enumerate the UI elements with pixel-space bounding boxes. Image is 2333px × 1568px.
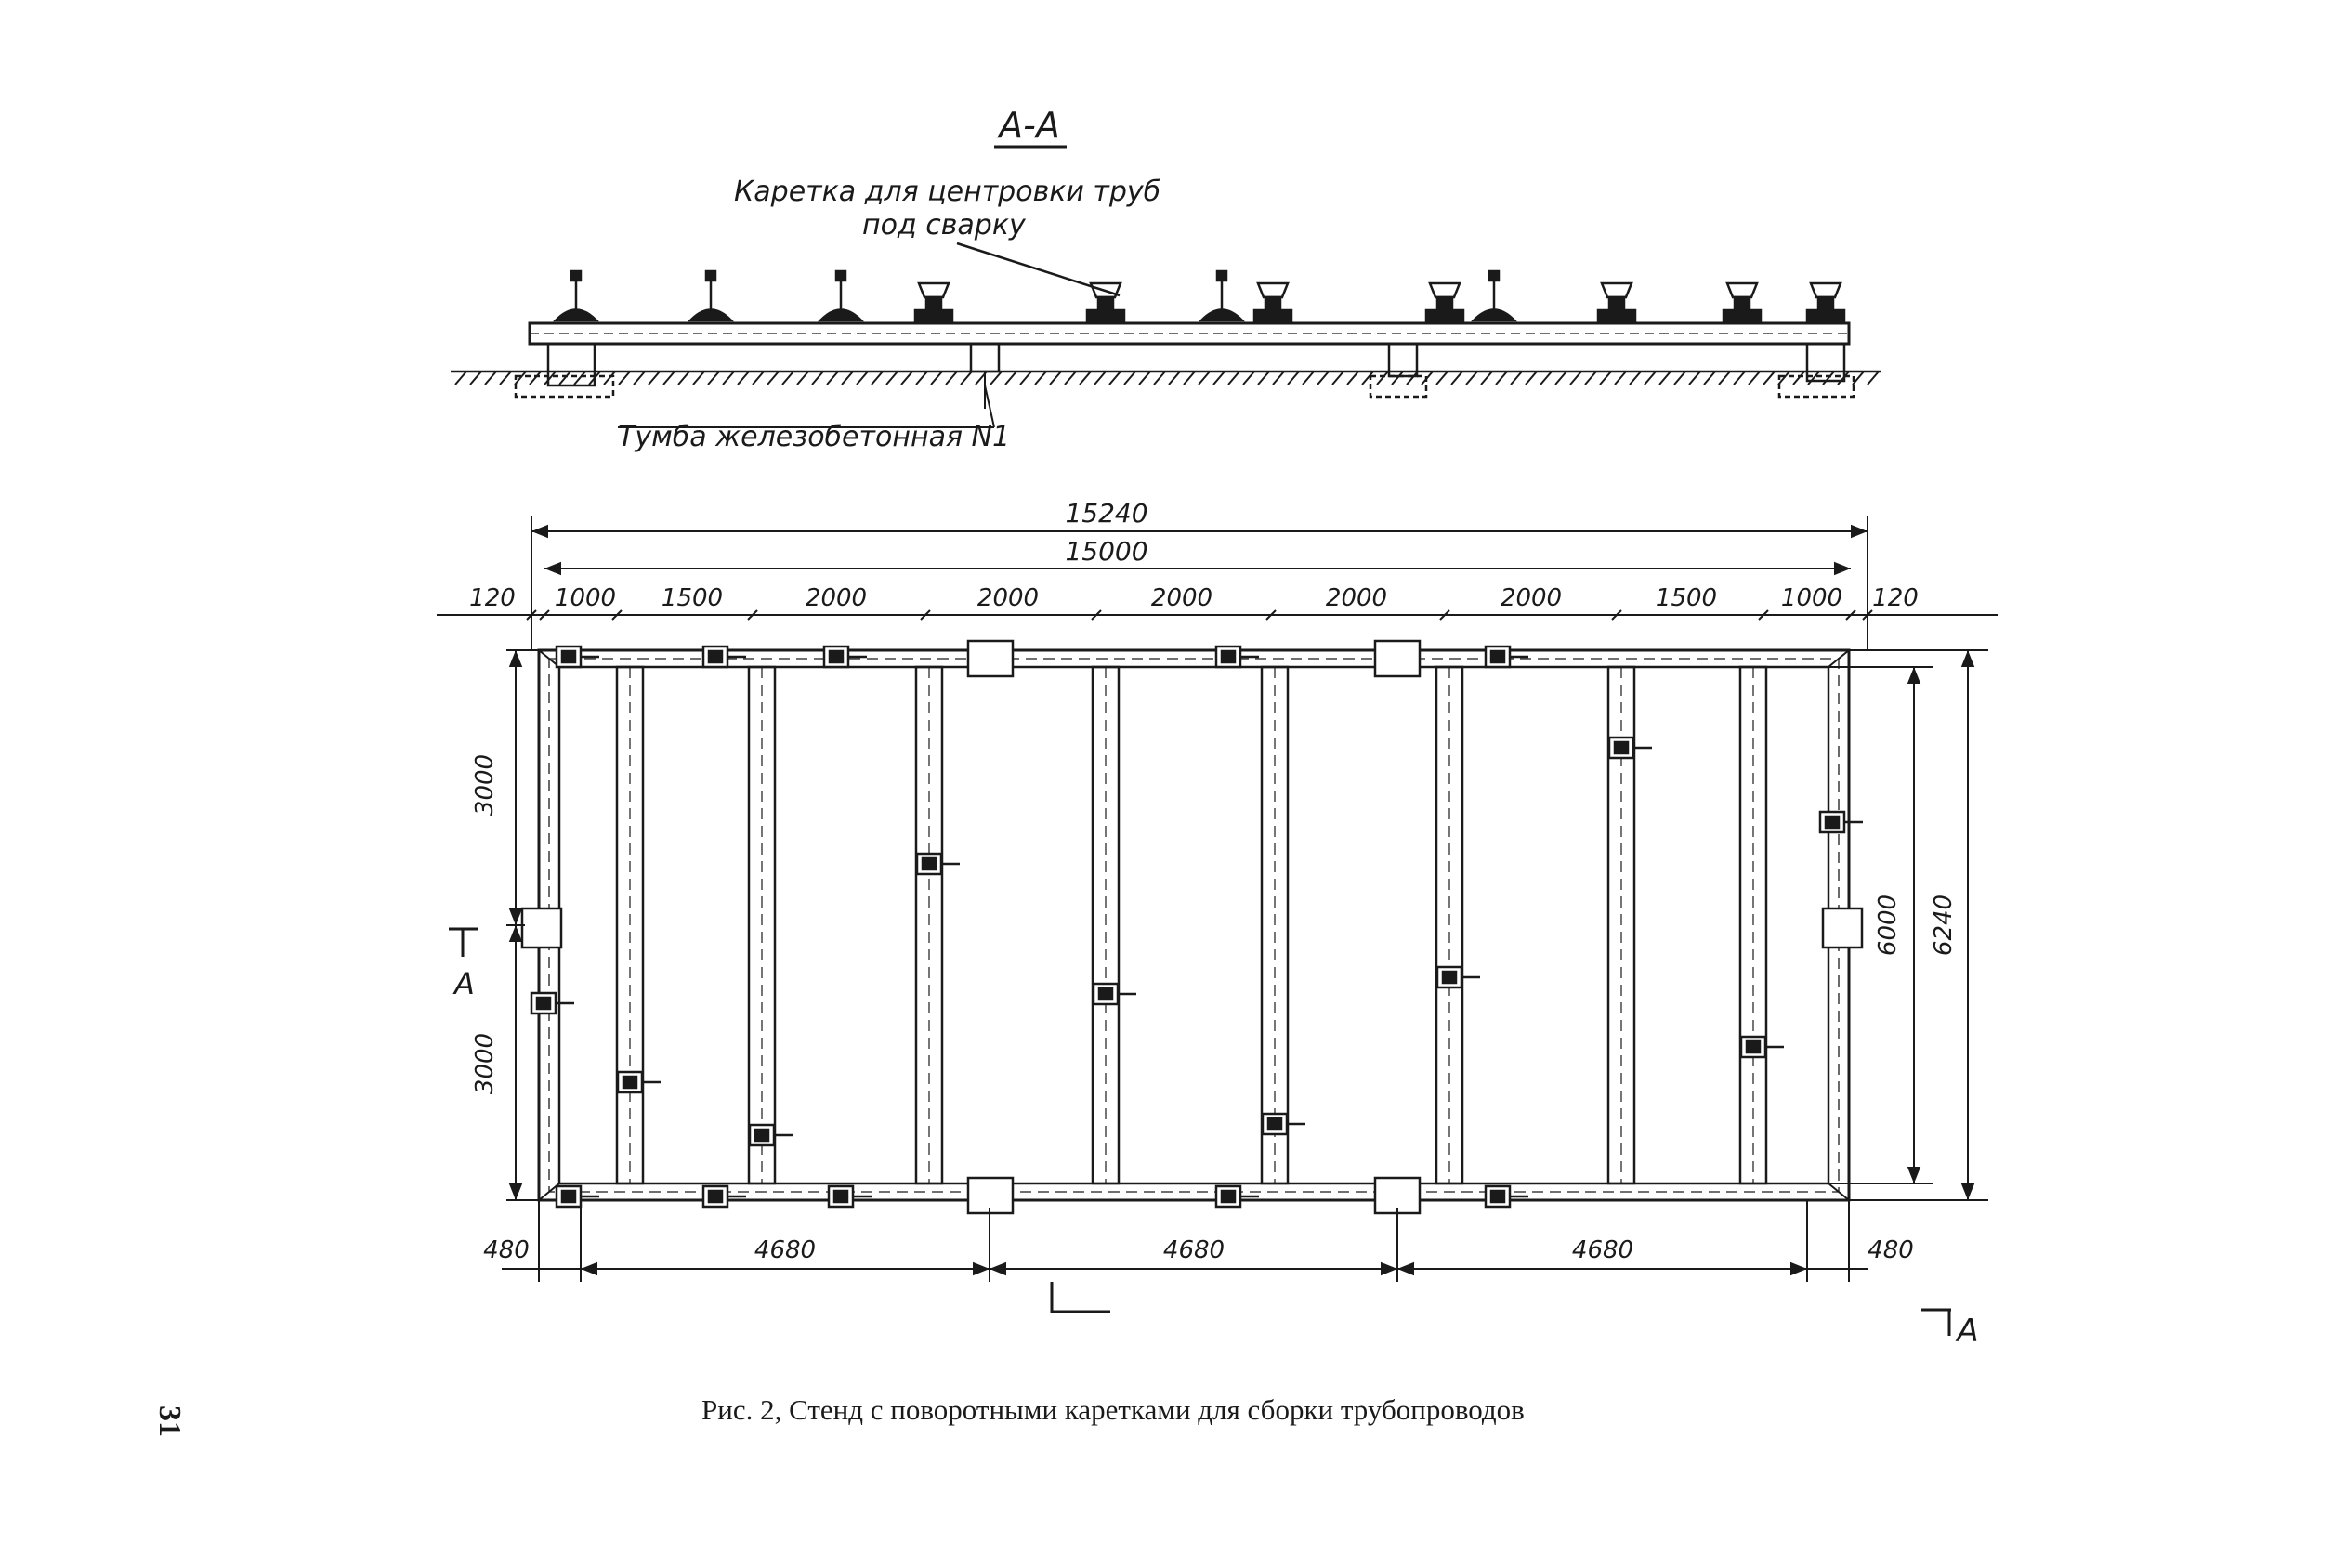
cross-beam-8 [1738, 665, 1768, 1185]
section-cut-right [1921, 1308, 1951, 1336]
bottom-span-1: 4680 [754, 1236, 816, 1264]
span-8: 1500 [1656, 584, 1717, 612]
cross-beam-3 [914, 665, 944, 1185]
dim-spans: 120 120 1000 1500 2000 2000 2000 2000 20… [437, 584, 1998, 621]
plan-carriage-9 [1214, 1184, 1259, 1209]
inner-height: 6000 [1874, 895, 1902, 956]
span-7: 2000 [1501, 584, 1562, 612]
span-edge-left: 120 [469, 584, 516, 612]
carriage-4 [1424, 281, 1465, 325]
plan-carriage-19 [1739, 1035, 1784, 1059]
cross-beam-2 [747, 665, 777, 1185]
plan-carriage-13 [748, 1123, 793, 1147]
plan-carriage-6 [555, 1184, 599, 1209]
cross-beam-6 [1435, 665, 1464, 1185]
support-screw-2 [688, 269, 734, 322]
dim-left-heights [506, 649, 539, 1201]
carriage-3 [1252, 281, 1293, 325]
support-screw-4 [1199, 269, 1245, 322]
carriage-note-line1: Каретка для центровки труб [734, 176, 1160, 208]
plan-carriage-16 [1261, 1112, 1305, 1136]
carriage-1 [913, 281, 954, 325]
cross-beams [615, 665, 1768, 1185]
height-lower: 3000 [471, 1033, 499, 1094]
pedestal-note: Тумба железобетонная N1 [618, 421, 1010, 453]
bottom-cut-mark [1050, 1282, 1110, 1313]
cross-beam-4 [1091, 665, 1121, 1185]
svg-text:15000: 15000 [1065, 536, 1147, 567]
dim-overall-width: 15240 [531, 498, 1868, 650]
carriage-5 [1596, 281, 1637, 325]
cross-beam-1 [615, 665, 645, 1185]
span-edge-right: 120 [1872, 584, 1919, 612]
dim-right-heights [1828, 649, 1988, 1201]
plan-carriage-14 [915, 852, 960, 876]
span-3: 2000 [806, 584, 867, 612]
span-2: 1500 [662, 584, 723, 612]
dim-inner-width: 15000 [544, 536, 1851, 576]
plan-carriage-2 [701, 645, 746, 669]
plan-carriage-20 [1818, 810, 1863, 834]
plan-carriage-17 [1435, 965, 1480, 989]
svg-text:15240: 15240 [1065, 498, 1147, 529]
cut-label-left: А [452, 966, 475, 1001]
carriage-2 [1085, 281, 1126, 325]
stand-frame [537, 648, 1851, 1202]
cross-beam-7 [1606, 665, 1636, 1185]
overall-height: 6240 [1930, 895, 1958, 956]
section-view: А-А Каретка для центровки труб под сварк… [451, 105, 1881, 453]
plan-carriages [530, 645, 1863, 1209]
carriage-leader-line [956, 242, 1121, 297]
plan-carriage-11 [530, 991, 574, 1015]
plan-carriage-8 [827, 1184, 872, 1209]
span-5: 2000 [1151, 584, 1212, 612]
cut-label-right: А [1955, 1313, 1978, 1350]
page-number: 31 [152, 1405, 187, 1437]
plan-carriage-1 [555, 645, 599, 669]
plan-carriage-18 [1607, 736, 1652, 760]
ground-hatching [454, 371, 1880, 385]
pedestals [514, 342, 1855, 399]
support-screw-5 [1471, 269, 1517, 322]
plan-view: 15240 15000 120 120 1000 1500 2000 2000 … [437, 498, 1998, 1350]
span-1: 1000 [555, 584, 616, 612]
plan-carriage-4 [1214, 645, 1259, 669]
carriage-6 [1722, 281, 1763, 325]
plan-pedestals [520, 639, 1864, 1215]
support-screw-1 [553, 269, 599, 322]
bottom-span-3: 4680 [1572, 1236, 1633, 1264]
plan-carriage-7 [701, 1184, 746, 1209]
cross-beam-5 [1260, 665, 1290, 1185]
span-9: 1000 [1781, 584, 1842, 612]
dim-bottom [502, 1200, 1868, 1282]
section-fixtures [553, 269, 1846, 325]
figure-caption: Рис. 2, Стенд с поворотными каретками дл… [701, 1393, 1525, 1426]
section-title: А-А [996, 105, 1060, 146]
span-6: 2000 [1326, 584, 1387, 612]
support-screw-3 [818, 269, 864, 322]
section-cut-left [449, 927, 478, 957]
bottom-offset-right: 480 [1868, 1236, 1914, 1264]
span-4: 2000 [977, 584, 1039, 612]
plan-carriage-15 [1092, 982, 1136, 1006]
carriage-note-line2: под сварку [862, 209, 1027, 242]
bottom-span-2: 4680 [1163, 1236, 1225, 1264]
plan-carriage-10 [1484, 1184, 1528, 1209]
bottom-offset-left: 480 [483, 1236, 530, 1264]
plan-carriage-3 [822, 645, 867, 669]
carriage-7 [1805, 281, 1846, 325]
plan-carriage-5 [1484, 645, 1528, 669]
height-upper: 3000 [471, 754, 499, 816]
plan-carriage-12 [616, 1070, 661, 1094]
